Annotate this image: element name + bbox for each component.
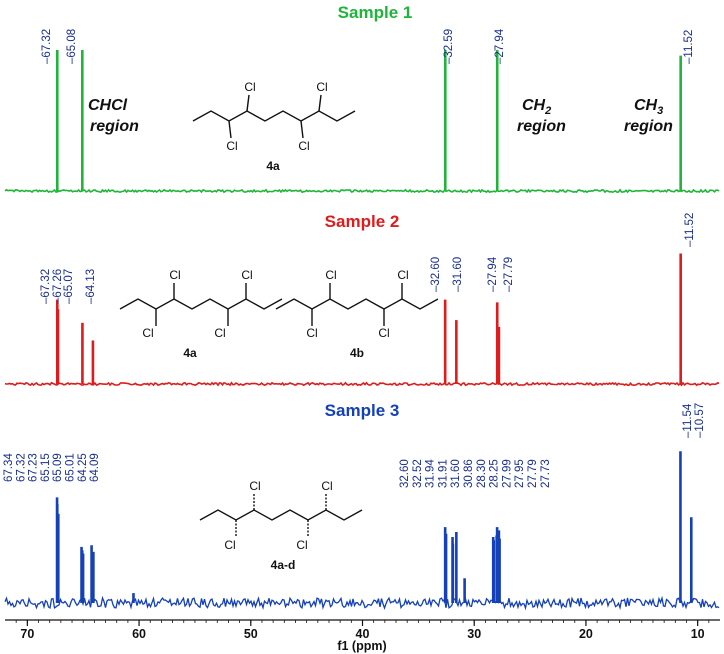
ch3-subscript: 3: [657, 105, 663, 117]
cl-atom: Cl: [321, 479, 332, 493]
compound-label-4a-sample2: 4a: [183, 346, 197, 360]
cl-atom: Cl: [214, 326, 225, 340]
peak-label: –67.26: [52, 269, 64, 304]
peak-label: –10.57: [694, 403, 706, 438]
peak-label: –11.52: [684, 213, 696, 247]
cl-atom: Cl: [244, 80, 255, 94]
x-tick-label: 10: [691, 627, 705, 641]
compound-label-4a-d: 4a-d: [271, 558, 296, 572]
peak-label: 31.94: [425, 459, 437, 488]
peak-label: 28.25: [489, 459, 501, 488]
spectrum-baseline: [4, 595, 720, 611]
cl-atom: Cl: [226, 139, 237, 153]
spectrum-baseline: [4, 381, 720, 387]
spectrum-panel-1: [4, 50, 720, 194]
peak-label: –27.79: [503, 257, 515, 292]
cl-atom: Cl: [316, 80, 327, 94]
compound-label-4a-sample1: 4a: [266, 159, 280, 173]
cl-atom: Cl: [296, 538, 307, 552]
peak-label: 31.91: [437, 459, 449, 488]
peak-label: –67.32: [40, 269, 52, 304]
ch3-region-line2: region: [624, 118, 673, 135]
cl-atom: Cl: [378, 326, 389, 340]
svg-text:CH3: CH3: [634, 97, 663, 117]
peak-label: –67.32: [41, 29, 53, 64]
spectrum-panel-3: [4, 451, 720, 611]
peak-label: 65.15: [40, 453, 52, 482]
peak-label: –64.13: [85, 269, 97, 304]
x-tick-label: 30: [467, 627, 481, 641]
cl-atom: Cl: [325, 268, 336, 282]
peak-label: 27.79: [527, 459, 539, 488]
svg-text:CH2: CH2: [522, 97, 551, 117]
ch2-region-label: CH2 region: [517, 97, 566, 135]
peak-label: –11.52: [683, 30, 695, 64]
peak-label: –27.94: [487, 256, 499, 292]
peak-label: 65.09: [52, 453, 64, 482]
peak-label: –31.60: [452, 257, 464, 292]
cl-atom: Cl: [241, 268, 252, 282]
sample-1-title: Sample 1: [338, 3, 413, 22]
x-tick-label: 50: [244, 627, 258, 641]
structure-4b-sample2: [275, 283, 439, 326]
peak-label: –11.54: [682, 403, 694, 438]
ch2-region-line2: region: [517, 118, 566, 135]
peak-label: –65.07: [63, 269, 75, 304]
spectra-layer: [4, 50, 720, 611]
cl-atom: Cl: [224, 538, 235, 552]
peak-label: 28.30: [476, 459, 488, 488]
sample-2-title: Sample 2: [325, 212, 400, 231]
peak-label: –27.94: [494, 28, 506, 64]
cl-atom: Cl: [298, 139, 309, 153]
x-tick-label: 60: [132, 627, 146, 641]
peak-label: 64.25: [77, 453, 89, 482]
peak-label: 27.73: [540, 459, 552, 488]
peak-label: 64.09: [89, 453, 101, 482]
cl-atom: Cl: [249, 479, 260, 493]
structure-4a-sample2: [119, 283, 283, 326]
chcl-region-line1: CHCl: [88, 97, 128, 114]
chcl-region-label: CHCl region: [88, 97, 139, 135]
peak-label: 32.52: [412, 459, 424, 488]
peak-label: 27.99: [501, 459, 513, 488]
cl-atom: Cl: [169, 268, 180, 282]
peak-label: 30.86: [463, 459, 475, 488]
x-axis: 70 60 50 40 30 20 10: [5, 619, 720, 641]
peak-label: –65.08: [66, 29, 78, 64]
peak-label-layer: –67.32–65.08–32.59–27.94–11.52–67.32–67.…: [3, 28, 706, 488]
peak-label: –32.60: [430, 257, 442, 292]
x-tick-label: 70: [20, 627, 34, 641]
structure-4a-sample1: [192, 94, 356, 139]
ch3-region-label: CH3 region: [624, 97, 673, 135]
ch2-text: CH: [522, 97, 546, 114]
peak-label: 32.60: [399, 459, 411, 488]
chcl-region-line2: region: [90, 118, 139, 135]
ch2-subscript: 2: [544, 105, 551, 117]
peak-label: 67.32: [15, 453, 27, 482]
peak-label: 31.60: [450, 459, 462, 488]
spectrum-baseline: [4, 188, 720, 194]
x-axis-label: f1 (ppm): [337, 639, 386, 653]
cl-atom: Cl: [397, 268, 408, 282]
peak-label: 65.01: [65, 453, 77, 482]
x-tick-label: 40: [356, 627, 370, 641]
structure-4a-d-sample3: [199, 494, 363, 537]
compound-label-4b: 4b: [350, 346, 364, 360]
cl-atom: Cl: [142, 326, 153, 340]
ch3-text: CH: [634, 97, 658, 114]
peak-label: 67.34: [3, 453, 15, 482]
peak-label: –32.59: [443, 29, 455, 64]
sample-3-title: Sample 3: [325, 401, 400, 420]
cl-atom: Cl: [306, 326, 317, 340]
spectrum-panel-2: [4, 253, 720, 387]
peak-label: 67.23: [28, 453, 40, 482]
x-tick-label: 20: [579, 627, 593, 641]
peak-label: 27.95: [514, 459, 526, 488]
